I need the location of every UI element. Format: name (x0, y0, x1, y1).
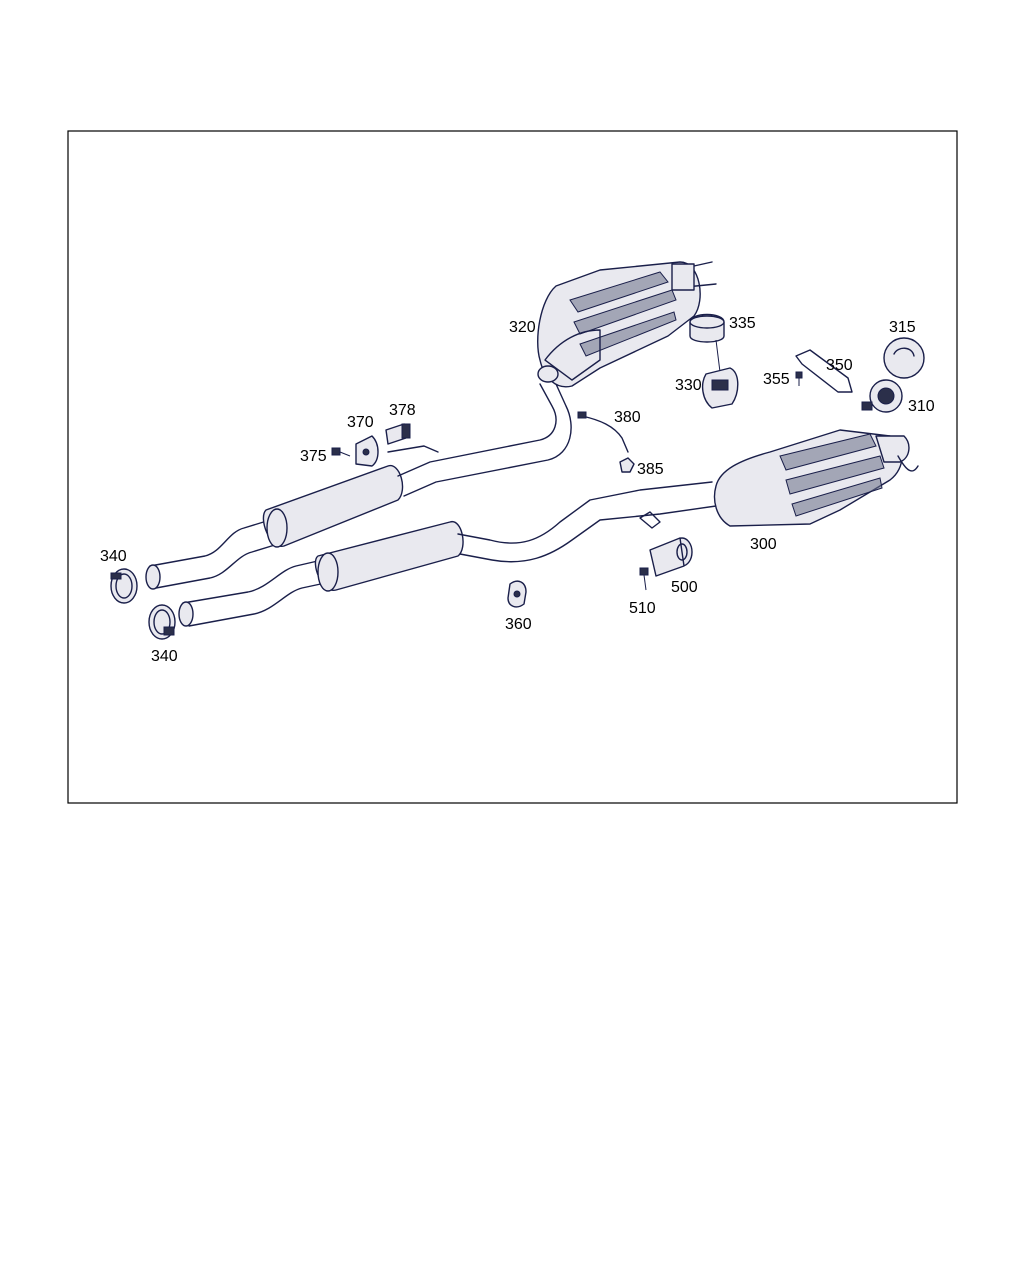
clamp-340-upper (110, 568, 138, 604)
front-pipe-upper (145, 519, 279, 590)
bolt-375 (331, 447, 351, 457)
hanger-360 (507, 580, 527, 608)
nut-385 (619, 457, 635, 473)
bracket-pipe-clip (639, 511, 661, 529)
callout-385: 385 (637, 461, 664, 478)
resonator-upper (262, 383, 572, 548)
callout-500: 500 (671, 579, 698, 596)
rear-silencer-300 (713, 429, 919, 527)
callout-340-upper: 340 (100, 548, 127, 565)
resonator-lower (314, 481, 717, 592)
callout-350: 350 (826, 357, 853, 374)
callout-320: 320 (509, 319, 536, 336)
callout-378: 378 (389, 402, 416, 419)
clamp-500 (649, 537, 693, 577)
mount-370 (355, 435, 379, 467)
callout-310: 310 (908, 398, 935, 415)
callout-360: 360 (505, 616, 532, 633)
callout-340-lower: 340 (151, 648, 178, 665)
ring-315 (883, 337, 925, 379)
bolt-355 (795, 371, 803, 386)
callout-335: 335 (729, 315, 756, 332)
callout-355: 355 (763, 371, 790, 388)
hanger-pipe-stub (387, 445, 439, 453)
cap-335 (689, 313, 725, 343)
actuator-330 (701, 339, 739, 409)
callout-315: 315 (889, 319, 916, 336)
rear-silencer-320 (537, 261, 717, 388)
hanger-380 (577, 411, 629, 453)
clamp-340-lower (148, 604, 176, 640)
callout-375: 375 (300, 448, 327, 465)
flap-310 (861, 379, 903, 413)
callout-330: 330 (675, 377, 702, 394)
callout-370: 370 (347, 414, 374, 431)
front-pipe-lower (178, 559, 331, 627)
bolt-510 (639, 567, 649, 591)
bolt-378 (385, 423, 411, 445)
callout-510: 510 (629, 600, 656, 617)
bracket-350 (795, 349, 853, 393)
callout-380: 380 (614, 409, 641, 426)
callout-300: 300 (750, 536, 777, 553)
